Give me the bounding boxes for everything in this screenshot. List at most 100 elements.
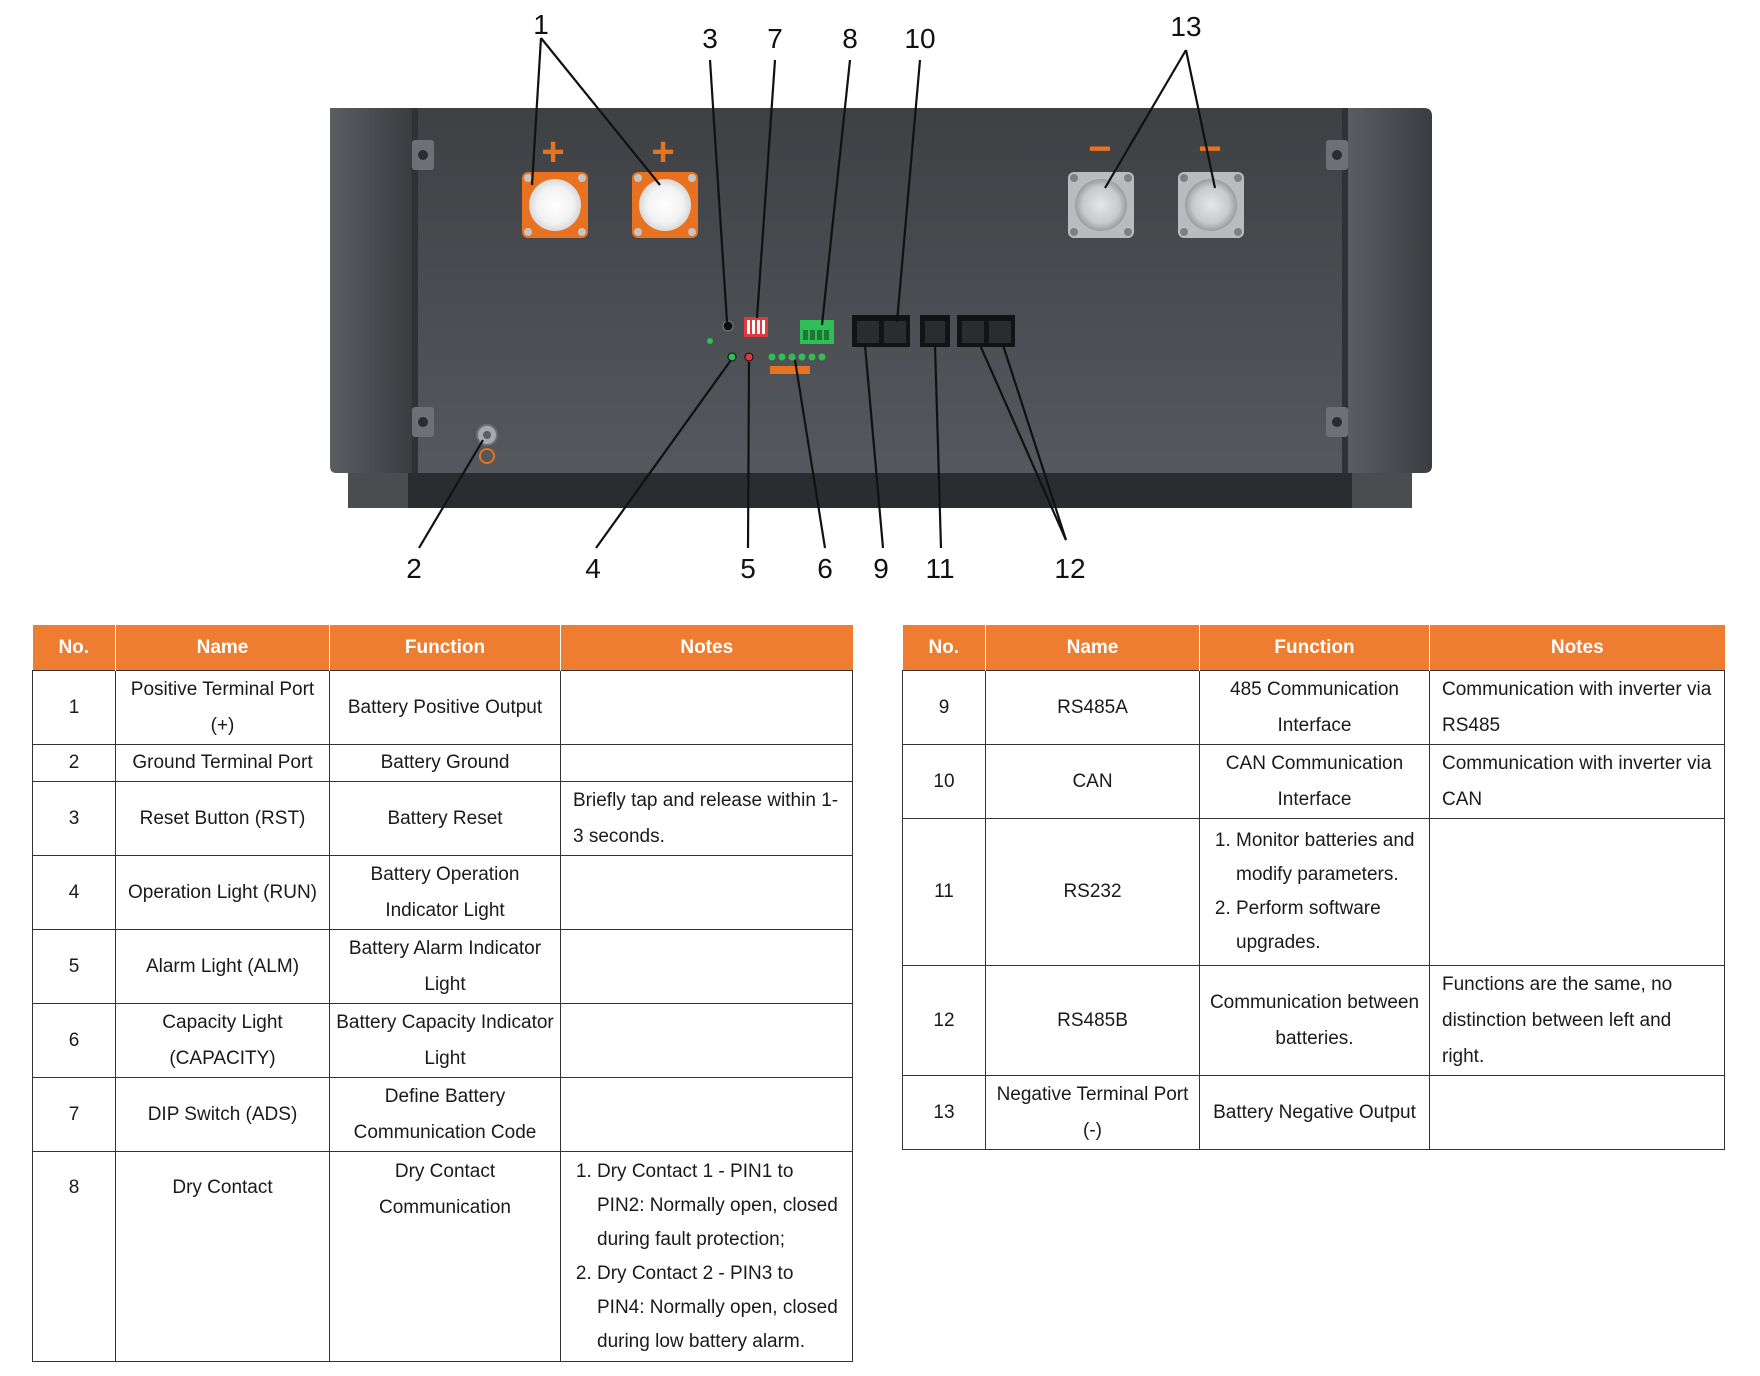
rs232-port	[920, 315, 950, 347]
cell-function: 485 Communication Interface	[1199, 670, 1430, 745]
table-row: 8 Dry Contact Dry Contact Communication …	[32, 1151, 853, 1362]
cell-name: Ground Terminal Port	[115, 744, 330, 782]
cell-function: CAN Communication Interface	[1199, 744, 1430, 819]
header-function: Function	[1199, 625, 1430, 671]
cell-function: Communication between batteries.	[1199, 965, 1430, 1076]
table-row: 1 Positive Terminal Port (+) Battery Pos…	[32, 670, 853, 745]
minus-sign: −	[1088, 127, 1111, 171]
rs232-function-list: Monitor batteries and modify parameters.…	[1210, 824, 1419, 960]
cell-function: Battery Ground	[329, 744, 561, 782]
cell-no: 3	[32, 781, 116, 856]
cell-notes	[560, 855, 853, 930]
positive-terminal-left: +	[522, 130, 588, 238]
cell-notes	[560, 744, 853, 782]
cell-no: 1	[32, 670, 116, 745]
cell-function: Battery Operation Indicator Light	[329, 855, 561, 930]
alarm-light	[744, 352, 754, 362]
table-row: 11 RS232 Monitor batteries and modify pa…	[902, 818, 1725, 966]
callout-11: 11	[925, 553, 954, 584]
table-row: 4 Operation Light (RUN) Battery Operatio…	[32, 855, 853, 930]
cell-function: Battery Capacity Indicator Light	[329, 1003, 561, 1078]
callout-numbers: 1 3 7 8 10 13 2 4 5 6 9 11 12	[406, 9, 1201, 584]
cell-name: Positive Terminal Port (+)	[115, 670, 330, 745]
cell-name: Dry Contact	[115, 1151, 330, 1362]
cell-notes	[560, 929, 853, 1004]
left-mounting-ear	[330, 108, 434, 473]
components-table-right: No. Name Function Notes 9 RS485A 485 Com…	[902, 625, 1725, 1150]
cell-function: Dry Contact Communication	[329, 1151, 561, 1362]
callout-5: 5	[740, 553, 756, 584]
table-header-row: No. Name Function Notes	[32, 625, 853, 671]
table-row: 3 Reset Button (RST) Battery Reset Brief…	[32, 781, 853, 856]
dip-switch	[744, 317, 768, 337]
table-row: 9 RS485A 485 Communication Interface Com…	[902, 670, 1725, 745]
list-item: Monitor batteries and modify parameters.	[1236, 824, 1419, 892]
battery-base	[348, 470, 1412, 508]
callout-9: 9	[873, 553, 889, 584]
header-function: Function	[329, 625, 561, 671]
dry-contact-notes-list: Dry Contact 1 - PIN1 to PIN2: Normally o…	[571, 1155, 842, 1359]
negative-terminal-left: −	[1068, 127, 1134, 238]
table-row: 12 RS485B Communication between batterie…	[902, 965, 1725, 1076]
callout-2: 2	[406, 553, 422, 584]
cell-no: 8	[32, 1151, 116, 1362]
cell-name: Negative Terminal Port (-)	[985, 1075, 1200, 1150]
cell-notes	[1429, 818, 1725, 966]
cell-name: Operation Light (RUN)	[115, 855, 330, 930]
cell-no: 2	[32, 744, 116, 782]
cell-function: Battery Reset	[329, 781, 561, 856]
cell-name: RS485B	[985, 965, 1200, 1076]
callout-10: 10	[904, 23, 935, 54]
cell-notes: Functions are the same, no distinction b…	[1429, 965, 1725, 1076]
table-header-row: No. Name Function Notes	[902, 625, 1725, 671]
callout-7: 7	[767, 23, 783, 54]
cell-name: Capacity Light (CAPACITY)	[115, 1003, 330, 1078]
header-no: No.	[32, 625, 116, 671]
cell-notes: Dry Contact 1 - PIN1 to PIN2: Normally o…	[560, 1151, 853, 1362]
cell-name: RS485A	[985, 670, 1200, 745]
cell-notes	[560, 670, 853, 745]
table-row: 2 Ground Terminal Port Battery Ground	[32, 744, 853, 782]
header-no: No.	[902, 625, 986, 671]
callout-6: 6	[817, 553, 833, 584]
cell-no: 7	[32, 1077, 116, 1152]
table-row: 5 Alarm Light (ALM) Battery Alarm Indica…	[32, 929, 853, 1004]
plus-sign: +	[651, 130, 674, 174]
cell-notes	[560, 1003, 853, 1078]
run-light	[707, 338, 737, 362]
callout-8: 8	[842, 23, 858, 54]
cell-name: DIP Switch (ADS)	[115, 1077, 330, 1152]
table-row: 7 DIP Switch (ADS) Define Battery Commun…	[32, 1077, 853, 1152]
cell-no: 9	[902, 670, 986, 745]
cell-no: 13	[902, 1075, 986, 1150]
cell-no: 12	[902, 965, 986, 1076]
callout-4: 4	[585, 553, 601, 584]
header-name: Name	[115, 625, 330, 671]
leader-lines	[418, 37, 1217, 549]
table-row: 6 Capacity Light (CAPACITY) Battery Capa…	[32, 1003, 853, 1078]
plus-sign: +	[541, 130, 564, 174]
cell-notes	[1429, 1075, 1725, 1150]
cell-name: CAN	[985, 744, 1200, 819]
list-item: Dry Contact 1 - PIN1 to PIN2: Normally o…	[597, 1155, 842, 1257]
positive-terminal-right: +	[632, 130, 698, 238]
cell-function: Battery Negative Output	[1199, 1075, 1430, 1150]
rs485a-can-ports	[852, 315, 910, 347]
reset-button	[722, 320, 734, 332]
right-mounting-ear	[1326, 108, 1432, 473]
dry-contact-terminal	[800, 320, 834, 344]
cell-notes: Communication with inverter via RS485	[1429, 670, 1725, 745]
list-item: Dry Contact 2 - PIN3 to PIN4: Normally o…	[597, 1257, 842, 1359]
cell-no: 11	[902, 818, 986, 966]
list-item: Perform software upgrades.	[1236, 892, 1419, 960]
rs485b-ports	[957, 315, 1015, 347]
header-notes: Notes	[560, 625, 853, 671]
cell-notes: Briefly tap and release within 1-3 secon…	[560, 781, 853, 856]
cell-name: Alarm Light (ALM)	[115, 929, 330, 1004]
cell-notes: Communication with inverter via CAN	[1429, 744, 1725, 819]
callout-3: 3	[702, 23, 718, 54]
cell-no: 6	[32, 1003, 116, 1078]
cell-function: Battery Alarm Indicator Light	[329, 929, 561, 1004]
cell-function: Battery Positive Output	[329, 670, 561, 745]
cell-notes	[560, 1077, 853, 1152]
